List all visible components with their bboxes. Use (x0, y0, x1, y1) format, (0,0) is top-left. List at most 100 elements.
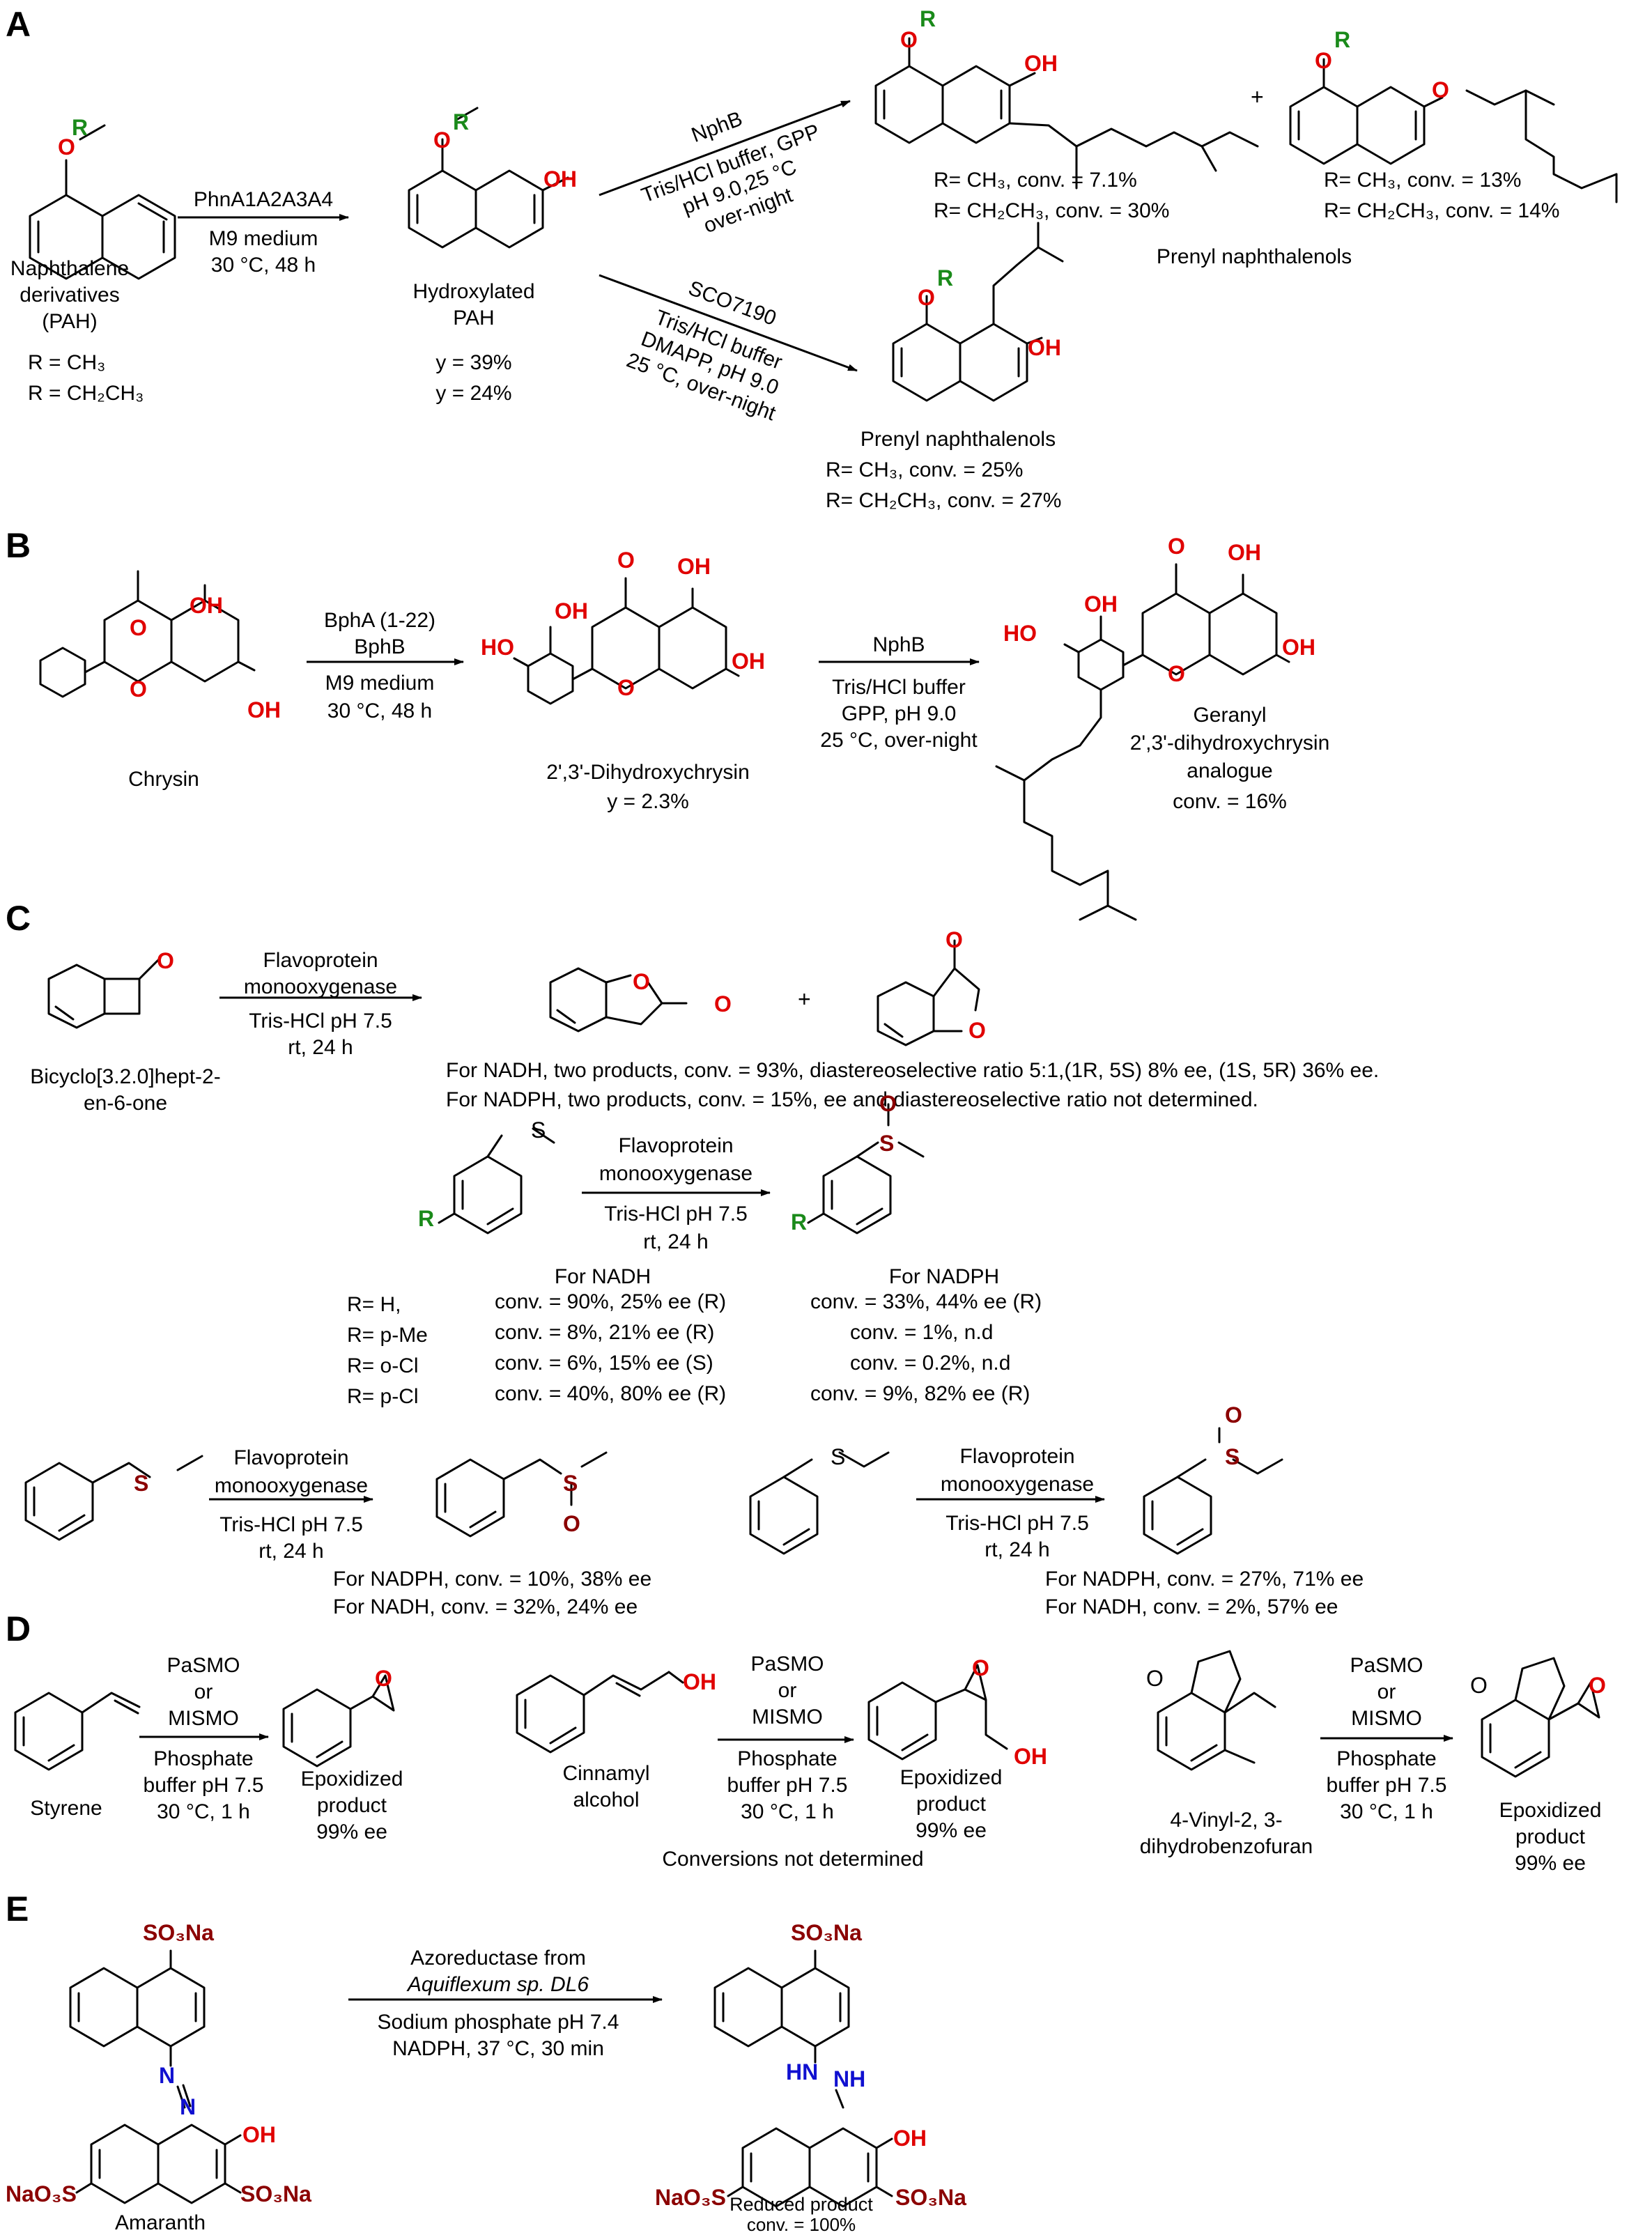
lactone-product-1 (549, 967, 688, 1033)
step1-cond1: M9 medium (209, 227, 318, 250)
product2-conv-2: R= CH₂CH₃, conv. = 14% (1324, 199, 1559, 222)
atom-o: O (968, 1018, 986, 1043)
panel-label-c: C (6, 899, 31, 938)
atom-hn: HN (786, 2059, 818, 2085)
note-nadh: For NADH, two products, conv. = 93%, dia… (446, 1059, 1379, 1082)
epoxide-label-1: Epoxidized (900, 1766, 1003, 1789)
d-enzyme-1: PaSMO (1350, 1654, 1423, 1677)
upper-enzyme: NphB (688, 107, 746, 147)
atom-s: S (134, 1471, 148, 1496)
atom-o: O (130, 615, 147, 640)
styrene-oxide-product (282, 1674, 395, 1768)
table-nadph: conv. = 0.2%, n.d (850, 1352, 1010, 1375)
cinnamyl-label-2: alcohol (573, 1788, 639, 1811)
bicyclo-label-2: en-6-one (84, 1092, 167, 1115)
c3-enzyme2: monooxygenase (215, 1474, 368, 1497)
chrysin-structure (39, 570, 256, 698)
d-enzyme-1: PaSMO (167, 1654, 240, 1677)
yield: y = 2.3% (607, 790, 689, 813)
d-enzyme-or: or (778, 1679, 797, 1702)
r-value-1: R = CH₃ (28, 351, 105, 374)
d-cond3: 30 °C, 1 h (1340, 1800, 1433, 1823)
atom-s: S (563, 1471, 578, 1496)
e-enzyme1: Azoreductase from (410, 1947, 586, 1970)
c3-note-1: For NADPH, conv. = 10%, 38% ee (333, 1568, 651, 1591)
atom-so3na: SO₃Na (791, 1920, 862, 1945)
substrate-label-2: derivatives (20, 284, 119, 307)
b-step1-enzyme: BphA (1-22) (324, 609, 435, 632)
c3-cond2: rt, 24 h (258, 1540, 323, 1563)
panel-label-e: E (6, 1889, 29, 1928)
substrate-label-3: (PAH) (42, 310, 97, 333)
styrene-label: Styrene (30, 1797, 102, 1820)
atom-oh: OH (893, 2126, 927, 2151)
epoxide-label-1: Epoxidized (1499, 1799, 1602, 1822)
panel-e-conv: conv. = 100% (697, 2215, 906, 2234)
atom-ho: HO (1003, 621, 1037, 646)
atom-o: O (1146, 1666, 1164, 1691)
atom-oh: OH (1024, 51, 1058, 76)
d-cond3: 30 °C, 1 h (157, 1800, 250, 1823)
d-cond1: Phosphate (1336, 1747, 1436, 1770)
atom-oh: OH (1028, 335, 1061, 360)
reduced-product-label: Reduced product (729, 2194, 873, 2215)
atom-oh: OH (683, 1669, 716, 1694)
atom-oh: OH (1228, 540, 1261, 565)
c2-enzyme2: monooxygenase (599, 1162, 752, 1185)
atom-o: O (1432, 77, 1449, 102)
vinyl-label-1: 4-Vinyl-2, 3- (1170, 1809, 1282, 1832)
atom-o: O (1225, 1402, 1242, 1428)
yield-2: y = 24% (435, 382, 511, 405)
benzyl-methyl-sulfide (24, 1455, 203, 1541)
amaranth-label: Amaranth (115, 2211, 206, 2234)
panel-e-footer: Reduced product (697, 2195, 906, 2214)
atom-s: S (531, 1118, 546, 1143)
plus-sign: + (1251, 84, 1264, 109)
atom-o: O (617, 548, 635, 573)
upper-products-label: Prenyl naphthalenols (1157, 245, 1352, 268)
b-step2-cond1: Tris/HCl buffer (832, 676, 966, 699)
phenyl-ethyl-sulfide (749, 1451, 890, 1555)
product-label-1: Geranyl (1193, 704, 1266, 727)
prenyl-naphthalenol-product-1 (874, 37, 1259, 190)
naphthalene-substrate (29, 124, 176, 280)
b-step2-enzyme: NphB (872, 633, 925, 656)
epoxide-label-3: 99% ee (1515, 1852, 1586, 1875)
c3-enzyme1: Flavoprotein (233, 1446, 348, 1469)
b-step2-cond3: 25 °C, over-night (820, 729, 978, 752)
atom-o: O (972, 1655, 989, 1680)
d-enzyme-2: MISMO (1351, 1707, 1422, 1730)
cinnamyl-label-1: Cinnamyl (562, 1762, 649, 1785)
table-nadph: conv. = 33%, 44% ee (R) (810, 1290, 1042, 1313)
benzyl-sulfoxide-product (435, 1451, 608, 1538)
c4-note-2: For NADH, conv. = 2%, 57% ee (1045, 1595, 1338, 1618)
thioanisole-structure (438, 1127, 555, 1235)
atom-so3na: SO₃Na (240, 2181, 311, 2206)
d-cond1: Phosphate (153, 1747, 253, 1770)
atom-o: O (918, 285, 935, 310)
atom-n: N (180, 2094, 196, 2119)
table-row: R= o-Cl conv. = 6%, 15% ee (S) conv. = 0… (347, 1352, 1010, 1377)
table-nadh: conv. = 8%, 21% ee (R) (495, 1321, 714, 1344)
atom-r: R (1334, 27, 1350, 52)
c4-enzyme2: monooxygenase (941, 1473, 1094, 1496)
atom-oh: OH (732, 649, 765, 674)
table-row: R= p-Me conv. = 8%, 21% ee (R) conv. = 1… (347, 1321, 993, 1347)
intermediate-label: 2',3'-Dihydroxychrysin (546, 761, 750, 784)
reaction-arrow-lower (599, 274, 858, 372)
atom-o: O (157, 948, 174, 973)
reaction-arrow-upper (599, 100, 851, 196)
bicycloheptenone-structure (47, 957, 162, 1029)
reduced-product-structure (713, 1949, 893, 2208)
c3-note-2: For NADH, conv. = 32%, 24% ee (333, 1595, 638, 1618)
product-label-3: analogue (1187, 759, 1272, 782)
epoxide-label-3: 99% ee (316, 1820, 387, 1843)
atom-o: O (563, 1511, 580, 1536)
d-enzyme-2: MISMO (168, 1707, 239, 1730)
atom-r: R (920, 6, 936, 31)
d-cond2: buffer pH 7.5 (1327, 1774, 1447, 1797)
atom-o: O (1168, 661, 1185, 686)
panel-label-a: A (6, 5, 31, 44)
atom-o: O (1589, 1673, 1606, 1698)
atom-r: R (453, 109, 469, 134)
